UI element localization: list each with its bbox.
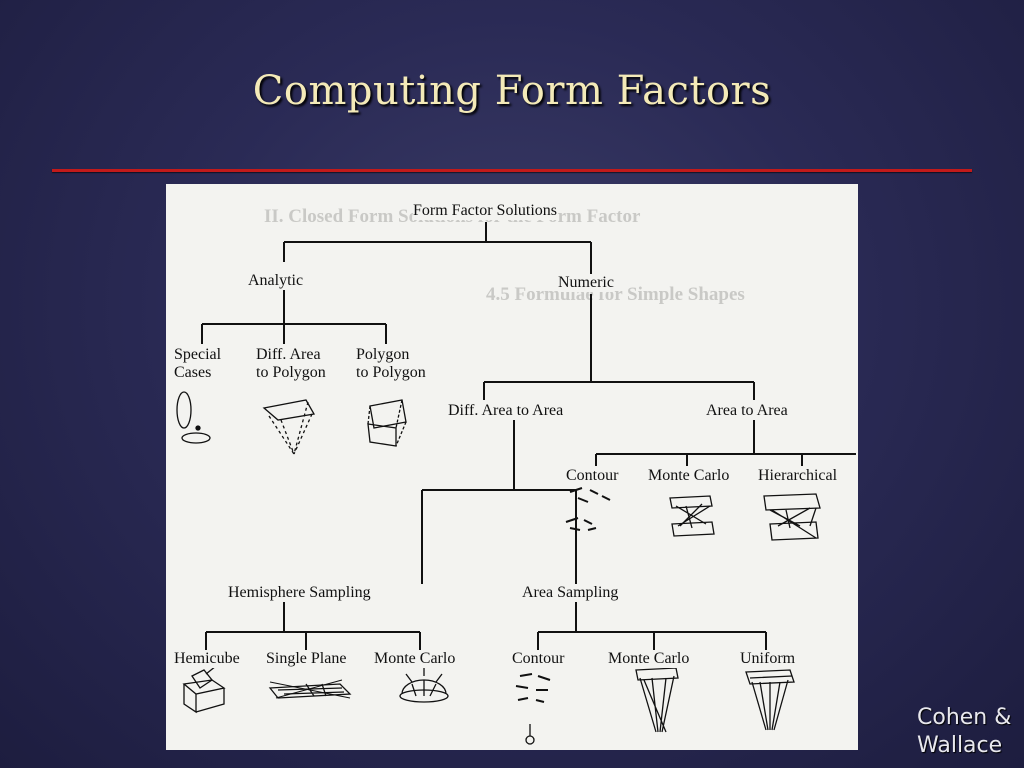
- single-plane-icon: [268, 679, 352, 699]
- node-numeric: Numeric: [558, 274, 614, 292]
- node-hierarchical: Hierarchical: [758, 467, 838, 485]
- contour-area-sampling-icon: [515, 673, 551, 745]
- node-polygon-to-polygon-line1: Polygon: [356, 346, 410, 363]
- node-diff-area-to-area: Diff. Area to Area: [448, 402, 564, 420]
- node-single-plane: Single Plane: [266, 650, 347, 668]
- author-credit-line1: Cohen &: [917, 705, 1012, 730]
- node-analytic: Analytic: [248, 272, 304, 290]
- title-divider: [52, 169, 972, 172]
- monte-carlo-area-sampling-icon: [635, 667, 679, 733]
- author-credit-line2: Wallace: [917, 732, 1003, 758]
- node-polygon-to-polygon-line2: to Polygon: [356, 363, 426, 381]
- node-area-to-area: Area to Area: [706, 402, 788, 420]
- node-contour-area: Contour: [566, 467, 619, 485]
- node-diff-area-to-polygon-line1: Diff. Area: [256, 346, 321, 363]
- diff-area-to-polygon-icon: [262, 399, 316, 455]
- monte-carlo-hemisphere-icon: [399, 666, 449, 703]
- node-form-factor-solutions: Form Factor Solutions: [413, 202, 558, 220]
- node-hemisphere-sampling: Hemisphere Sampling: [228, 584, 371, 602]
- contour-icon: [565, 487, 611, 531]
- hemicube-icon: [182, 665, 226, 714]
- author-credit: Cohen & Wallace: [917, 704, 1011, 759]
- node-monte-carlo-hemisphere: Monte Carlo: [374, 650, 456, 668]
- node-special-cases-line2: Cases: [174, 363, 212, 381]
- node-uniform: Uniform: [740, 650, 796, 668]
- background-heading-2: 4.5 Formulae for Simple Shapes: [486, 284, 745, 305]
- node-monte-carlo-area-sampling: Monte Carlo: [608, 650, 690, 668]
- hierarchical-icon: [763, 493, 821, 541]
- node-diff-area-to-polygon: Diff. Area to Polygon: [256, 346, 326, 382]
- node-polygon-to-polygon: Polygon to Polygon: [356, 346, 426, 382]
- slide-title: Computing Form Factors: [252, 68, 772, 114]
- polygon-to-polygon-icon: [367, 399, 407, 447]
- node-diff-area-to-polygon-line2: to Polygon: [256, 363, 326, 381]
- monte-carlo-area-icon: [669, 495, 715, 537]
- node-special-cases: Special Cases: [174, 346, 222, 382]
- special-cases-icon: [176, 391, 211, 444]
- form-factor-taxonomy-figure: II. Closed Form Solutions for the Form F…: [166, 184, 858, 750]
- tree-connectors: [176, 222, 856, 745]
- node-contour-area-sampling: Contour: [512, 650, 565, 668]
- node-monte-carlo-area: Monte Carlo: [648, 467, 730, 485]
- node-area-sampling: Area Sampling: [522, 584, 619, 602]
- node-hemicube: Hemicube: [174, 650, 240, 668]
- uniform-icon: [745, 669, 795, 731]
- node-special-cases-line1: Special: [174, 346, 222, 363]
